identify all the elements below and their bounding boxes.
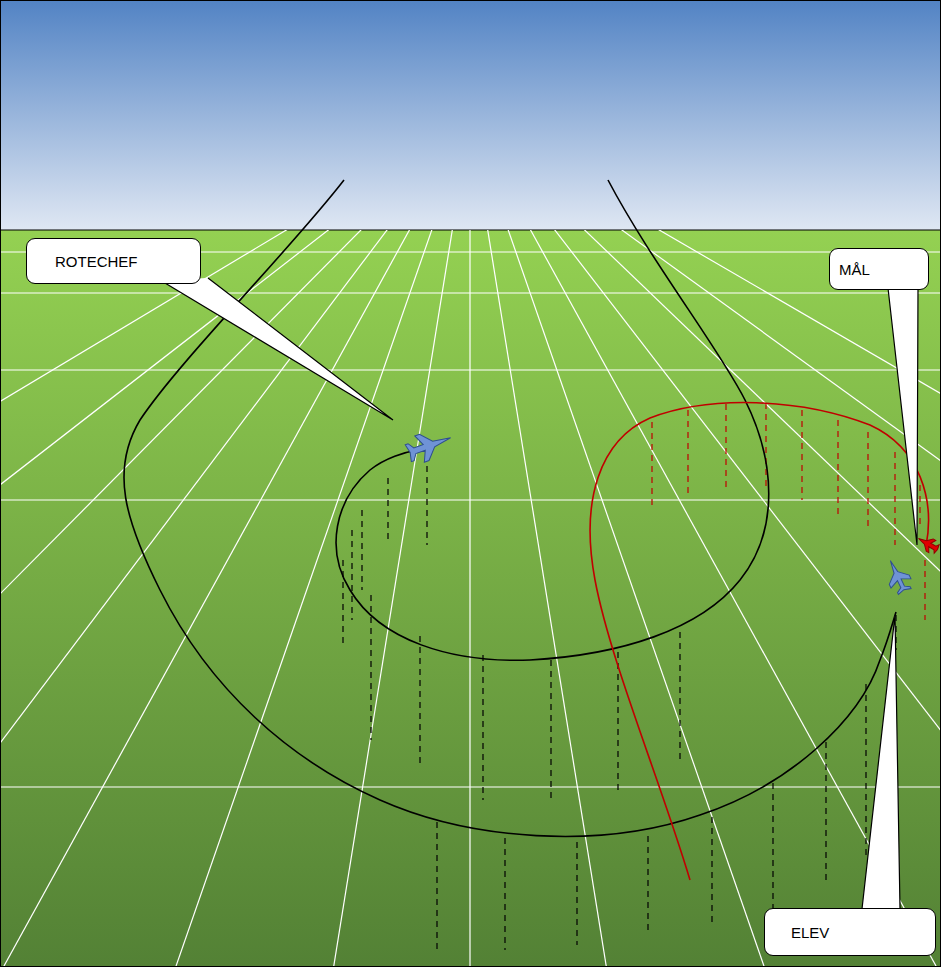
target-aircraft — [915, 532, 941, 555]
callout-box: MÅL — [829, 248, 929, 290]
callout-pointer — [862, 615, 900, 909]
target-altitude-lines — [652, 403, 925, 620]
sky — [0, 0, 941, 230]
altitude-lines — [343, 455, 896, 950]
callout-label: MÅL — [839, 261, 870, 278]
ground-grid — [0, 230, 941, 967]
callout-label: ELEV — [791, 924, 829, 941]
callout-box: ROTECHEF — [26, 238, 201, 284]
outer-flight-path — [124, 180, 896, 836]
student-aircraft — [880, 556, 914, 596]
callout-pointer — [160, 278, 393, 420]
callout-pointer — [888, 288, 918, 545]
leader-aircraft — [403, 425, 455, 467]
callout-label: ROTECHEF — [55, 253, 138, 270]
inner-flight-path — [336, 180, 769, 660]
callout-box: ELEV — [764, 908, 936, 956]
